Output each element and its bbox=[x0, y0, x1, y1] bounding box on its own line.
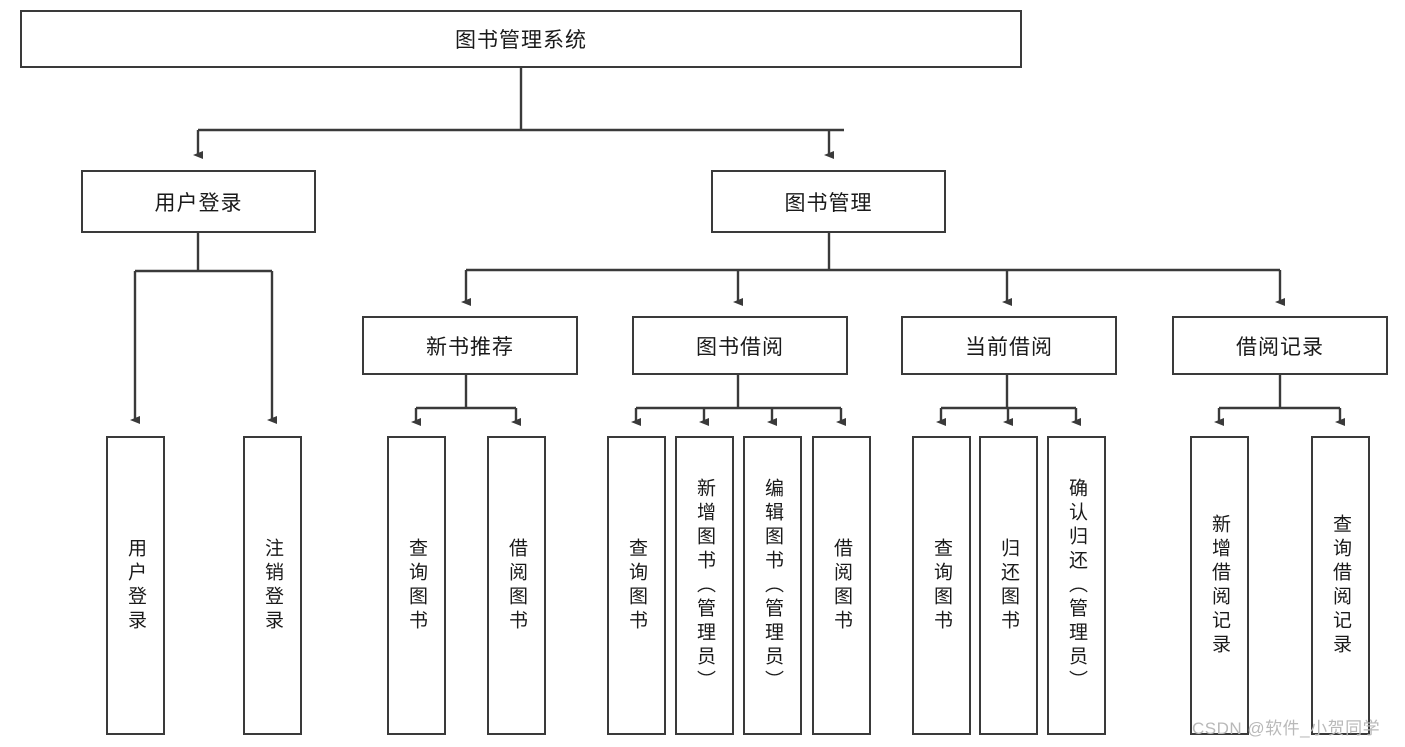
node-book-borrow[interactable]: 图书借阅 bbox=[632, 316, 848, 375]
node-current-borrow-label: 当前借阅 bbox=[965, 335, 1053, 359]
node-leaf-borrow-book-1-label: 借阅图书 bbox=[506, 537, 527, 634]
node-root-label: 图书管理系统 bbox=[455, 29, 587, 52]
node-leaf-add-book[interactable]: 新增图书（管理员） bbox=[675, 436, 734, 735]
node-new-book-recommend[interactable]: 新书推荐 bbox=[362, 316, 578, 375]
node-leaf-query-book-3-label: 查询图书 bbox=[931, 537, 952, 634]
node-leaf-query-book-3[interactable]: 查询图书 bbox=[912, 436, 971, 735]
node-leaf-return-book-label: 归还图书 bbox=[998, 537, 1019, 634]
node-leaf-query-book-1[interactable]: 查询图书 bbox=[387, 436, 446, 735]
node-leaf-borrow-book-2-label: 借阅图书 bbox=[831, 537, 852, 634]
node-leaf-return-book[interactable]: 归还图书 bbox=[979, 436, 1038, 735]
node-leaf-query-book-2-label: 查询图书 bbox=[626, 537, 647, 634]
node-leaf-edit-book-label: 编辑图书（管理员） bbox=[762, 477, 783, 694]
node-leaf-add-record-label: 新增借阅记录 bbox=[1209, 513, 1230, 658]
node-current-borrow[interactable]: 当前借阅 bbox=[901, 316, 1117, 375]
node-leaf-edit-book[interactable]: 编辑图书（管理员） bbox=[743, 436, 802, 735]
node-leaf-user-login[interactable]: 用户登录 bbox=[106, 436, 165, 735]
node-leaf-confirm-return-label: 确认归还（管理员） bbox=[1066, 477, 1087, 694]
node-leaf-query-record-label: 查询借阅记录 bbox=[1330, 513, 1351, 658]
node-new-book-recommend-label: 新书推荐 bbox=[426, 335, 514, 359]
node-leaf-query-record[interactable]: 查询借阅记录 bbox=[1311, 436, 1370, 735]
node-leaf-logout[interactable]: 注销登录 bbox=[243, 436, 302, 735]
node-leaf-confirm-return[interactable]: 确认归还（管理员） bbox=[1047, 436, 1106, 735]
watermark: CSDN @软件_小贺同学 bbox=[1192, 719, 1381, 738]
node-leaf-add-book-label: 新增图书（管理员） bbox=[694, 477, 715, 694]
node-user-login[interactable]: 用户登录 bbox=[81, 170, 316, 233]
node-user-login-label: 用户登录 bbox=[154, 191, 243, 215]
node-book-borrow-label: 图书借阅 bbox=[696, 335, 784, 359]
node-leaf-add-record[interactable]: 新增借阅记录 bbox=[1190, 436, 1249, 735]
node-leaf-query-book-1-label: 查询图书 bbox=[406, 537, 427, 634]
node-book-management[interactable]: 图书管理 bbox=[711, 170, 946, 233]
node-leaf-logout-label: 注销登录 bbox=[262, 537, 283, 634]
node-leaf-query-book-2[interactable]: 查询图书 bbox=[607, 436, 666, 735]
node-book-management-label: 图书管理 bbox=[784, 191, 873, 215]
node-leaf-user-login-label: 用户登录 bbox=[125, 537, 146, 634]
node-borrow-record-label: 借阅记录 bbox=[1236, 335, 1324, 359]
node-leaf-borrow-book-2[interactable]: 借阅图书 bbox=[812, 436, 871, 735]
node-leaf-borrow-book-1[interactable]: 借阅图书 bbox=[487, 436, 546, 735]
node-borrow-record[interactable]: 借阅记录 bbox=[1172, 316, 1388, 375]
node-root[interactable]: 图书管理系统 bbox=[20, 10, 1022, 68]
